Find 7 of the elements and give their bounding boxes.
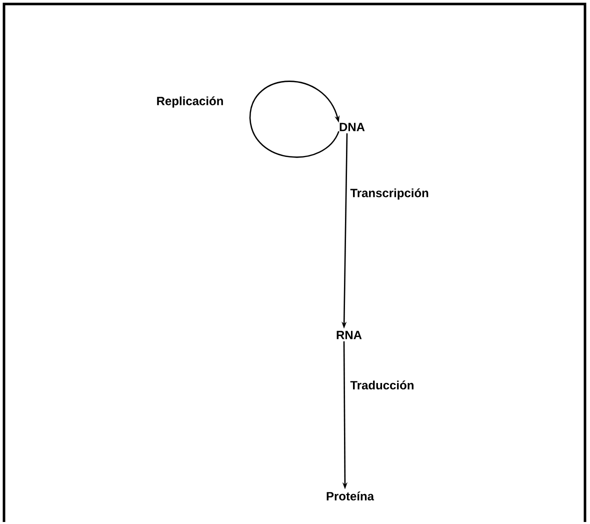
node-label: RNA xyxy=(336,330,362,340)
node-label: DNA xyxy=(340,122,365,132)
loop-arrow xyxy=(249,80,340,158)
edge-label: Traducción xyxy=(349,380,416,390)
edge-label: Transcripción xyxy=(349,187,430,201)
edge-label: Replicación xyxy=(155,95,225,109)
node-label: Proteína xyxy=(326,492,374,500)
